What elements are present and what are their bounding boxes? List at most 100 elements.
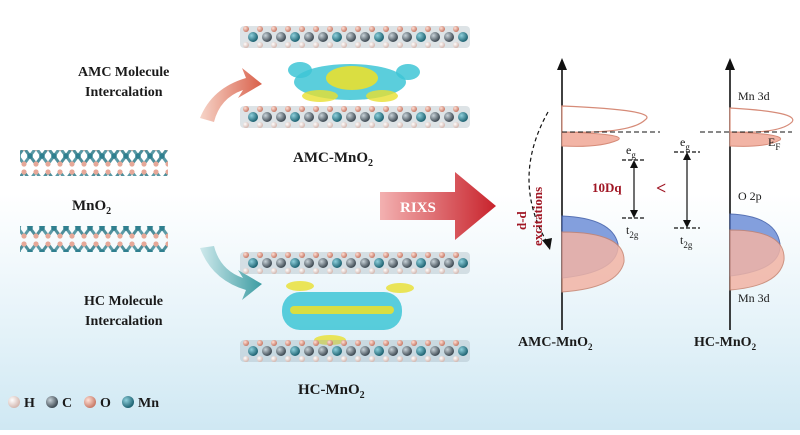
manganese-atom	[458, 258, 468, 268]
rixs-arrow	[380, 172, 496, 240]
hydrogen-atom	[411, 122, 417, 128]
oxygen-atom	[425, 252, 431, 258]
rixs-label: RIXS	[400, 200, 436, 216]
mno2-layer-bottom	[20, 226, 168, 252]
carbon-atom	[402, 258, 412, 268]
oxygen-atom	[355, 340, 361, 346]
oxygen-atom	[355, 252, 361, 258]
tendq-label: 10Dq	[592, 180, 622, 195]
oxygen-atom	[439, 252, 445, 258]
carbon-atom	[430, 258, 440, 268]
oxygen-atom	[243, 26, 249, 32]
hydrogen-atom	[355, 356, 361, 362]
carbon-atom	[360, 346, 370, 356]
oxygen-atom	[313, 340, 319, 346]
oxygen-atom	[369, 252, 375, 258]
hydrogen-atom	[341, 356, 347, 362]
hydrogen-atom	[243, 42, 249, 48]
hydrogen-atom	[355, 42, 361, 48]
hydrogen-atom	[341, 42, 347, 48]
oxygen-atom	[383, 252, 389, 258]
bottom-path-arrow	[200, 246, 262, 300]
oxygen-atom	[355, 26, 361, 32]
amc-mno2-label: AMC-MnO2	[293, 150, 373, 169]
oxygen-atom	[439, 106, 445, 112]
hydrogen-atom	[299, 42, 305, 48]
amc-dos-upper-filled	[561, 131, 620, 147]
hc-mno2-structure	[240, 252, 470, 362]
hydrogen-atom	[271, 356, 277, 362]
dd-label-1: d-d	[514, 210, 529, 230]
manganese-atom	[248, 32, 258, 42]
oxygen-atom	[369, 340, 375, 346]
hc-intercalation-label-2: Intercalation	[85, 314, 163, 329]
oxygen-atom	[285, 340, 291, 346]
carbon-atom	[318, 112, 328, 122]
legend-h-label: H	[24, 396, 35, 411]
hydrogen-atom	[299, 268, 305, 274]
carbon-atom	[346, 346, 356, 356]
oxygen-atom	[271, 26, 277, 32]
carbon-atom	[388, 112, 398, 122]
oxygen-atom	[313, 252, 319, 258]
manganese-atom	[374, 346, 384, 356]
oxygen-atom	[341, 340, 347, 346]
hc-dos-mn3d	[729, 229, 785, 291]
carbon-atom	[402, 112, 412, 122]
oxygen-atom	[299, 26, 305, 32]
carbon-atom	[430, 112, 440, 122]
legend-o-dot	[84, 396, 96, 408]
oxygen-atom	[453, 106, 459, 112]
mn3d-top-label: Mn 3d	[738, 89, 770, 103]
oxygen-atom	[243, 252, 249, 258]
oxygen-atom	[299, 252, 305, 258]
hydrogen-atom	[453, 42, 459, 48]
manganese-atom	[374, 32, 384, 42]
hydrogen-atom	[425, 122, 431, 128]
left-eg-label: eg	[626, 143, 636, 160]
oxygen-atom	[327, 26, 333, 32]
hydrogen-atom	[271, 42, 277, 48]
energy-diagram: d-d excitations eg t2g 10Dq < eg t2g Mn …	[514, 58, 794, 352]
o2p-label: O 2p	[738, 189, 762, 203]
oxygen-atom	[453, 340, 459, 346]
oxygen-atom	[257, 26, 263, 32]
carbon-atom	[360, 112, 370, 122]
oxygen-atom	[383, 106, 389, 112]
hydrogen-atom	[411, 42, 417, 48]
oxygen-atom	[271, 340, 277, 346]
hydrogen-atom	[397, 356, 403, 362]
oxygen-atom	[299, 106, 305, 112]
carbon-atom	[402, 346, 412, 356]
carbon-atom	[430, 32, 440, 42]
legend-mn-label: Mn	[138, 396, 159, 411]
carbon-atom	[444, 258, 454, 268]
manganese-atom	[374, 258, 384, 268]
amc-dos-upper-empty	[561, 105, 648, 133]
carbon-atom	[388, 258, 398, 268]
hydrogen-atom	[257, 122, 263, 128]
legend-o-label: O	[100, 396, 111, 411]
oxygen-atom	[425, 26, 431, 32]
manganese-atom	[416, 32, 426, 42]
hydrogen-atom	[257, 268, 263, 274]
hydrogen-atom	[341, 268, 347, 274]
hydrogen-atom	[299, 356, 305, 362]
carbon-atom	[276, 346, 286, 356]
hydrogen-atom	[369, 122, 375, 128]
mno2-label: MnO2	[72, 198, 111, 217]
legend-mn-dot	[122, 396, 134, 408]
hydrogen-atom	[341, 122, 347, 128]
oxygen-atom	[257, 252, 263, 258]
manganese-atom	[332, 346, 342, 356]
manganese-atom	[290, 346, 300, 356]
manganese-atom	[458, 346, 468, 356]
hydrogen-atom	[369, 356, 375, 362]
oxygen-atom	[327, 252, 333, 258]
manganese-atom	[416, 346, 426, 356]
hydrogen-atom	[327, 356, 333, 362]
hydrogen-atom	[355, 268, 361, 274]
oxygen-atom	[243, 106, 249, 112]
manganese-atom	[332, 258, 342, 268]
